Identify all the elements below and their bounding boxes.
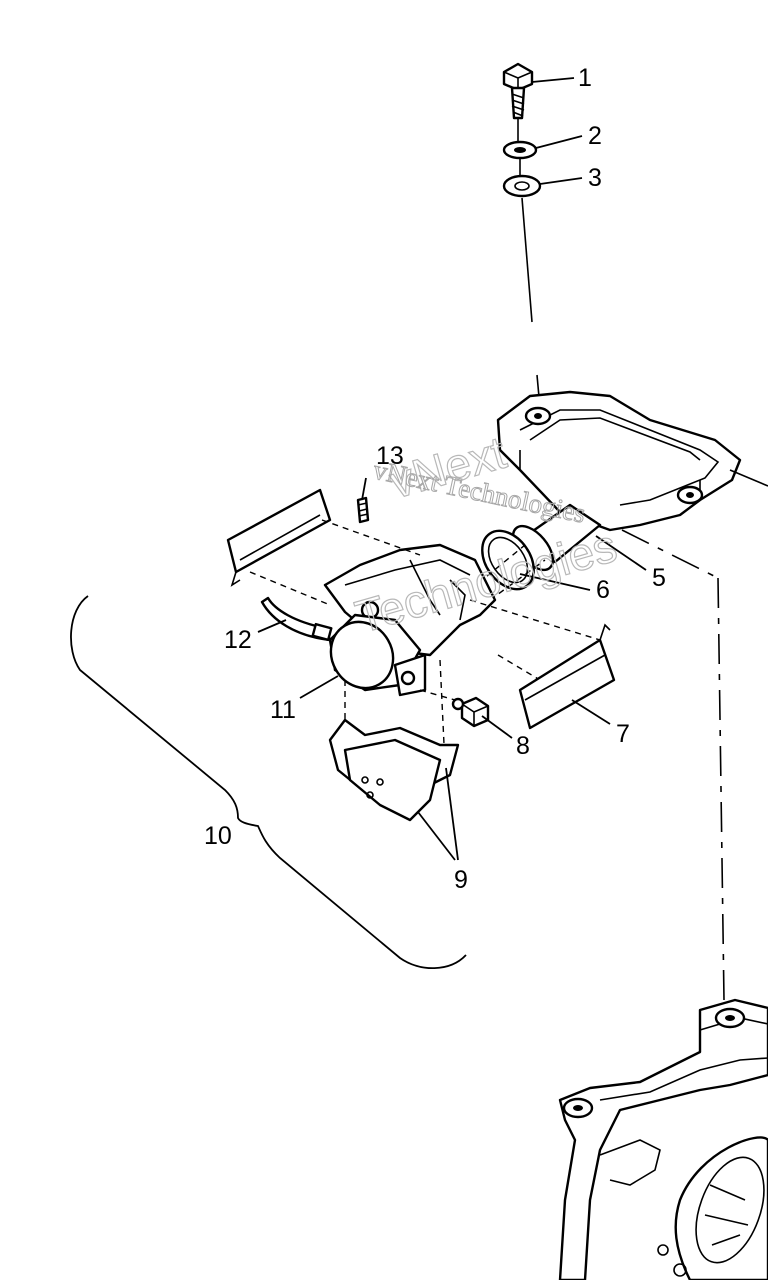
assembly-brace bbox=[70, 595, 467, 970]
callout-1: 1 bbox=[578, 64, 592, 92]
callout-labels: 1 2 3 5 6 7 8 9 10 11 12 13 bbox=[204, 64, 666, 894]
callout-10: 10 bbox=[204, 822, 232, 850]
bleeder-screw bbox=[356, 496, 370, 524]
caliper-mount-bracket bbox=[496, 390, 768, 532]
brake-pads bbox=[328, 718, 460, 822]
callout-11: 11 bbox=[270, 696, 296, 724]
flat-washer bbox=[502, 174, 542, 198]
leader-lines bbox=[257, 77, 647, 861]
callout-2: 2 bbox=[588, 122, 602, 150]
lock-washer bbox=[502, 140, 538, 160]
pad-pin-nut bbox=[451, 696, 490, 728]
brake-pad-upper bbox=[226, 488, 332, 587]
callout-13: 13 bbox=[376, 442, 404, 470]
callout-7: 7 bbox=[616, 720, 630, 748]
lower-mount-casting bbox=[558, 998, 768, 1282]
bolt bbox=[502, 62, 534, 120]
callout-3: 3 bbox=[588, 164, 602, 192]
callout-12: 12 bbox=[224, 626, 252, 654]
callout-6: 6 bbox=[596, 576, 610, 604]
callout-9: 9 bbox=[454, 866, 468, 894]
caliper-body bbox=[323, 543, 497, 697]
brake-line bbox=[260, 596, 333, 642]
callout-8: 8 bbox=[516, 732, 530, 760]
brake-pad-outer bbox=[518, 623, 616, 730]
callout-5: 5 bbox=[652, 564, 666, 592]
